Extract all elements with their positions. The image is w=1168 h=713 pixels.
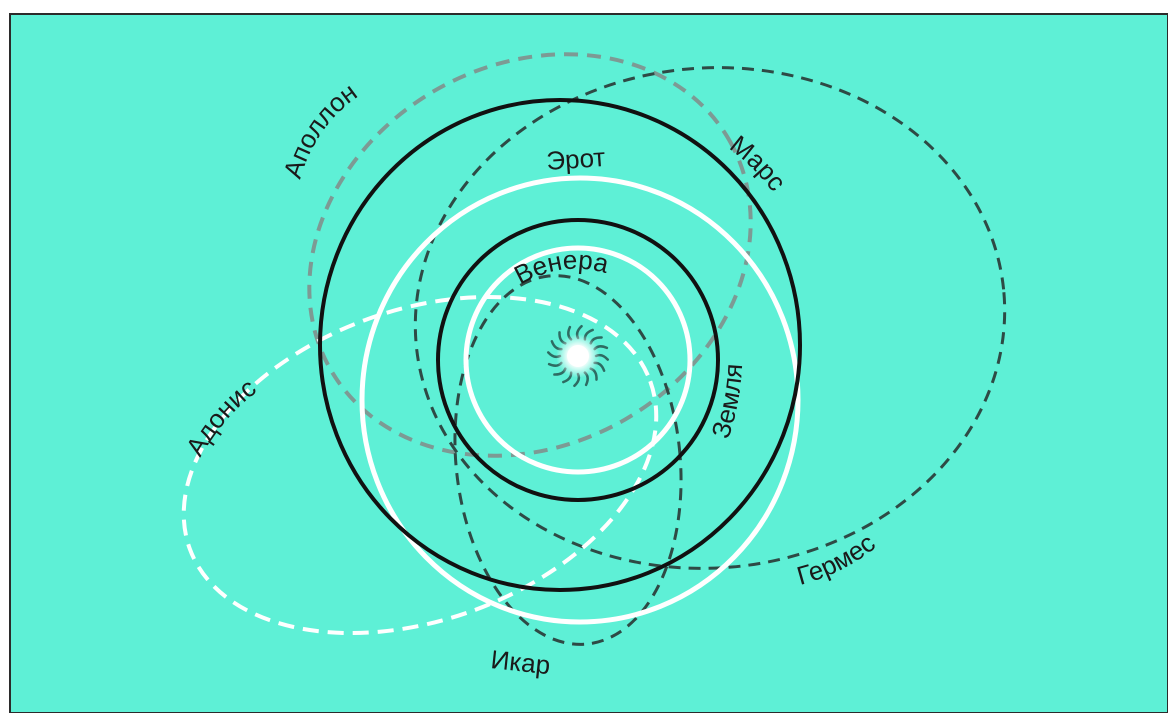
- label-eros: Эрот: [545, 142, 606, 176]
- orbit-adonis: [181, 294, 659, 636]
- orbit-mars: [318, 98, 802, 592]
- orbit-hermes: [413, 66, 1007, 570]
- orbit-earth: [436, 218, 720, 502]
- orbit-venus: [463, 245, 693, 475]
- orbit-apollo: [307, 52, 753, 458]
- sun-icon: [546, 324, 610, 388]
- orbit-icarus: [453, 274, 683, 646]
- orbit-eros: [359, 175, 801, 625]
- label-icarus: Икар: [489, 644, 551, 680]
